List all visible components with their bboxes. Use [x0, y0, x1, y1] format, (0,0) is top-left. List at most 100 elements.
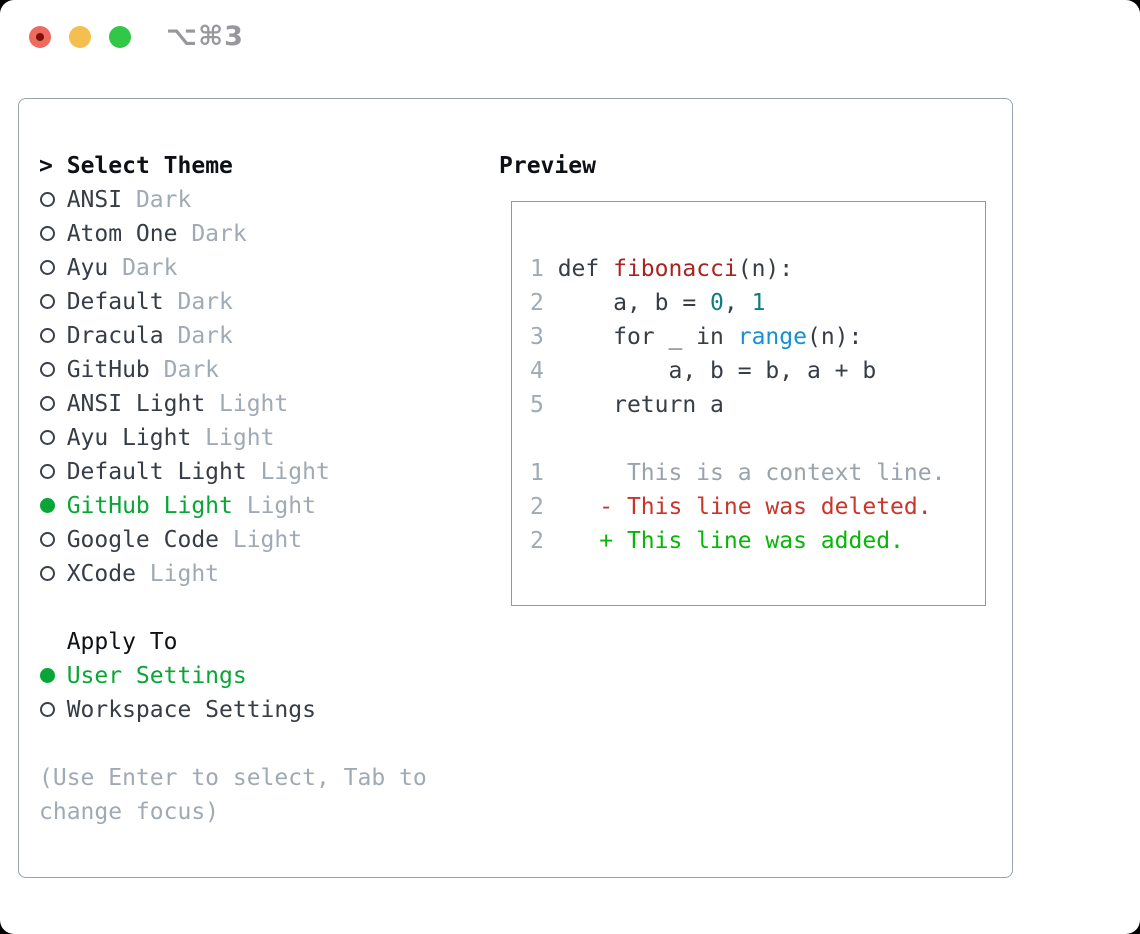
- apply-option-workspace-settings[interactable]: Workspace Settings: [39, 693, 427, 727]
- code-line: [530, 422, 945, 456]
- theme-variant-label: Dark: [122, 187, 192, 213]
- theme-variant-label: Light: [205, 391, 289, 417]
- code-segment: - This line was deleted.: [543, 494, 932, 520]
- radio-unselected-icon[interactable]: [40, 532, 55, 547]
- theme-option-ansi-dark[interactable]: ANSI Dark: [39, 183, 427, 217]
- code-segment: def: [543, 256, 614, 282]
- code-segment: range: [737, 324, 807, 350]
- theme-selector-column: > Select Theme ANSI Dark Atom One Dark A…: [39, 149, 427, 829]
- theme-option-github-light-light[interactable]: GitHub Light Light: [39, 489, 427, 523]
- theme-variant-label: Light: [232, 493, 316, 519]
- theme-variant-label: Dark: [177, 221, 247, 247]
- code-line: 1 This is a context line.: [530, 456, 945, 490]
- apply-option-label: Workspace Settings: [39, 697, 316, 723]
- radio-unselected-icon[interactable]: [40, 430, 55, 445]
- line-number: 1: [530, 460, 544, 486]
- theme-variant-label: Light: [135, 561, 220, 587]
- radio-unselected-icon[interactable]: [40, 192, 55, 207]
- select-theme-header-label: [53, 153, 67, 179]
- code-segment: + This line was added.: [543, 528, 904, 554]
- select-theme-title: Select Theme: [66, 153, 233, 179]
- theme-option-atom-one-dark[interactable]: Atom One Dark: [39, 217, 427, 251]
- apply-option-label: User Settings: [39, 663, 247, 689]
- theme-name: Atom One: [39, 221, 178, 247]
- theme-option-github-dark[interactable]: GitHub Dark: [39, 353, 427, 387]
- theme-option-ayu-light-light[interactable]: Ayu Light Light: [39, 421, 427, 455]
- theme-name: Ayu Light: [39, 425, 192, 451]
- code-segment: 1: [751, 290, 766, 316]
- theme-name: Dracula: [39, 323, 164, 349]
- theme-name: ANSI: [39, 187, 123, 213]
- window-title: ⌥⌘3: [166, 21, 244, 52]
- radio-unselected-icon[interactable]: [40, 702, 55, 717]
- radio-unselected-icon[interactable]: [40, 362, 55, 377]
- select-theme-header: > Select Theme: [39, 149, 427, 183]
- line-number: 2: [530, 528, 544, 554]
- code-segment: return a: [543, 392, 724, 418]
- line-number: 4: [530, 358, 544, 384]
- radio-selected-icon[interactable]: [40, 498, 55, 513]
- radio-unselected-icon[interactable]: [40, 260, 55, 275]
- code-segment: fibonacci: [613, 256, 738, 282]
- theme-picker-panel: > Select Theme ANSI Dark Atom One Dark A…: [18, 98, 1013, 878]
- apply-to-list: User Settings Workspace Settings: [39, 659, 427, 727]
- code-line: 5 return a: [530, 388, 945, 422]
- radio-unselected-icon[interactable]: [40, 464, 55, 479]
- theme-name: GitHub Light: [39, 493, 233, 519]
- theme-name: Google Code: [39, 527, 220, 553]
- code-line: 2 a, b = 0, 1: [530, 286, 945, 320]
- line-number: 2: [530, 290, 544, 316]
- line-number: 1: [530, 256, 544, 282]
- code-segment: (n):: [737, 256, 794, 282]
- theme-option-ayu-dark[interactable]: Ayu Dark: [39, 251, 427, 285]
- code-line: 2 - This line was deleted.: [530, 490, 945, 524]
- radio-unselected-icon[interactable]: [40, 226, 55, 241]
- apply-to-title: Apply To: [66, 629, 178, 655]
- theme-option-default-dark[interactable]: Default Dark: [39, 285, 427, 319]
- code-line: 4 a, b = b, a + b: [530, 354, 945, 388]
- minimize-button-icon[interactable]: [69, 26, 91, 48]
- code-line: 2 + This line was added.: [530, 524, 945, 558]
- spacer-row: [39, 727, 427, 761]
- title-bar: ⌥⌘3: [0, 0, 1140, 74]
- radio-unselected-icon[interactable]: [40, 566, 55, 581]
- code-segment: ,: [723, 290, 752, 316]
- theme-variant-label: Light: [191, 425, 275, 451]
- zoom-button-icon[interactable]: [109, 26, 131, 48]
- radio-selected-icon[interactable]: [40, 668, 55, 683]
- line-number: 3: [530, 324, 544, 350]
- apply-to-header: Apply To: [39, 625, 427, 659]
- radio-unselected-icon[interactable]: [40, 328, 55, 343]
- code-segment: for _ in: [543, 324, 738, 350]
- theme-variant-label: Dark: [149, 357, 220, 383]
- code-line: 3 for _ in range(n):: [530, 320, 945, 354]
- theme-option-default-light-light[interactable]: Default Light Light: [39, 455, 427, 489]
- theme-variant-label: Dark: [163, 323, 233, 349]
- theme-option-google-code-light[interactable]: Google Code Light: [39, 523, 427, 557]
- theme-variant-label: Dark: [108, 255, 178, 281]
- radio-unselected-icon[interactable]: [40, 396, 55, 411]
- theme-name: ANSI Light: [39, 391, 206, 417]
- theme-name: Default: [39, 289, 164, 315]
- close-button-icon[interactable]: [29, 26, 51, 48]
- line-number: 5: [530, 392, 544, 418]
- radio-unselected-icon[interactable]: [40, 294, 55, 309]
- theme-variant-label: Light: [219, 527, 303, 553]
- theme-name: GitHub: [39, 357, 150, 383]
- theme-option-ansi-light-light[interactable]: ANSI Light Light: [39, 387, 427, 421]
- code-line: 1 def fibonacci(n):: [530, 252, 945, 286]
- theme-variant-label: Light: [246, 459, 330, 485]
- theme-option-dracula-dark[interactable]: Dracula Dark: [39, 319, 427, 353]
- theme-name: Default Light: [39, 459, 247, 485]
- theme-variant-label: Dark: [163, 289, 233, 315]
- preview-title: Preview: [499, 153, 596, 179]
- theme-name: Ayu: [39, 255, 109, 281]
- keyboard-hint-line-1: (Use Enter to select, Tab to: [39, 765, 427, 791]
- line-number: 2: [530, 494, 544, 520]
- apply-option-user-settings[interactable]: User Settings: [39, 659, 427, 693]
- code-segment: This is a context line.: [543, 460, 946, 486]
- code-segment: a, b = b, a + b: [543, 358, 877, 384]
- theme-option-xcode-light[interactable]: XCode Light: [39, 557, 427, 591]
